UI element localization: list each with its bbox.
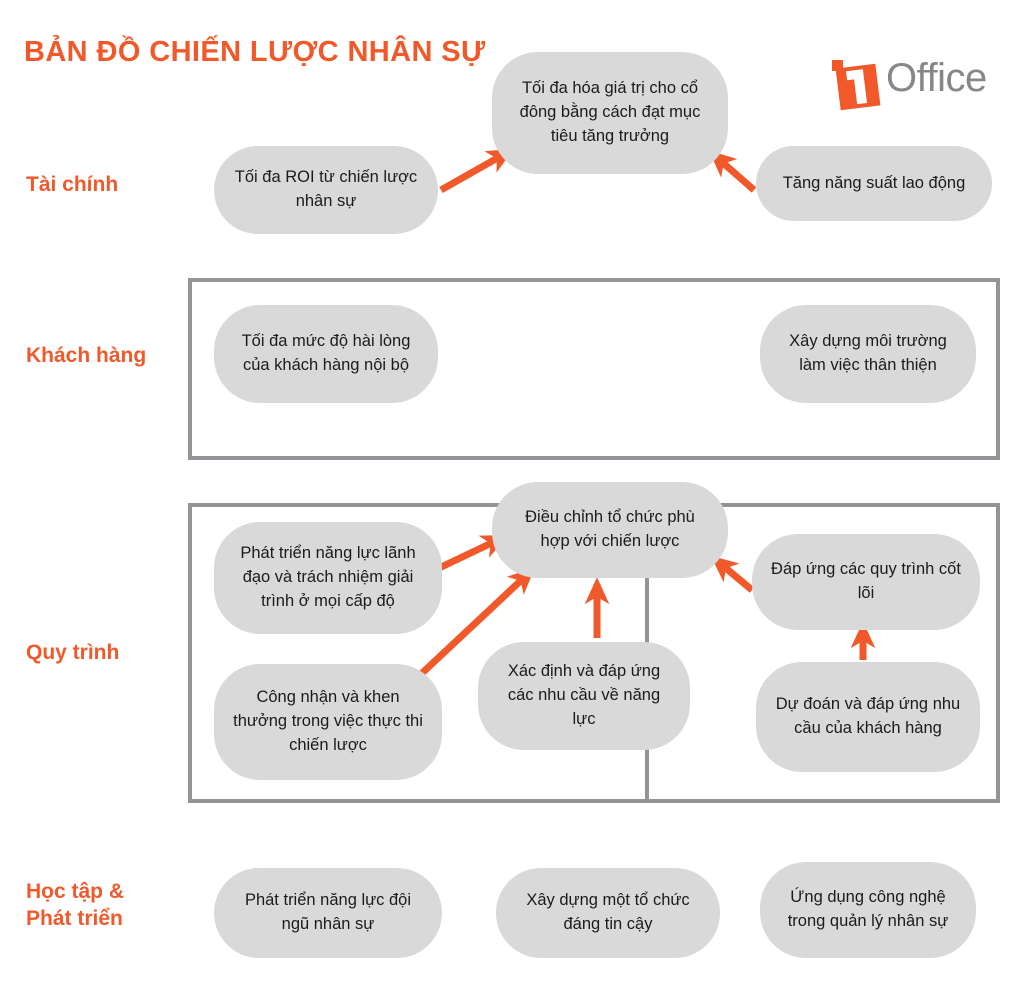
objective-roi[interactable]: Tối đa ROI từ chiến lược nhân sự (214, 146, 438, 234)
objective-friendly-work-environment[interactable]: Xây dựng môi trường làm việc thân thiện (760, 305, 976, 403)
connector-productivity-to-shareholder (708, 150, 757, 193)
objective-core-processes[interactable]: Đáp ứng các quy trình cốt lõi (752, 534, 980, 630)
customer-perspective-container (188, 278, 1000, 460)
objective-hr-technology[interactable]: Ứng dụng công nghệ trong quản lý nhân sự (760, 862, 976, 958)
perspective-label-learning: Học tập & Phát triển (26, 880, 125, 930)
logo-wordmark: Office (886, 56, 987, 100)
objective-internal-customer-satisfaction[interactable]: Tối đa mức độ hài lòng của khách hàng nộ… (214, 305, 438, 403)
logo-numeral-one-icon (846, 69, 869, 105)
objective-organizational-alignment[interactable]: Điều chỉnh tổ chức phù hợp với chiến lượ… (492, 482, 728, 578)
objective-labor-productivity[interactable]: Tăng năng suất lao động (756, 146, 992, 221)
objective-recognition-and-reward[interactable]: Công nhận và khen thưởng trong việc thực… (214, 664, 442, 780)
objective-shareholder-value[interactable]: Tối đa hóa giá trị cho cổ đông bằng cách… (492, 52, 728, 174)
perspective-label-customer: Khách hàng (26, 344, 147, 367)
objective-capability-needs[interactable]: Xác định và đáp ứng các nhu cầu về năng … (478, 642, 690, 750)
brand-logo: Office (820, 52, 1000, 114)
one-office-logo-icon (832, 60, 881, 111)
page-title: BẢN ĐỒ CHIẾN LƯỢC NHÂN SỰ (24, 36, 486, 68)
objective-leadership-development[interactable]: Phát triển năng lực lãnh đạo và trách nh… (214, 522, 442, 634)
perspective-label-financial: Tài chính (26, 173, 119, 196)
logo-small-square-icon (832, 60, 843, 71)
connector-roi-to-shareholder (439, 148, 514, 194)
perspective-label-process: Quy trình (26, 641, 120, 664)
objective-anticipate-customer-needs[interactable]: Dự đoán và đáp ứng nhu cầu của khách hàn… (756, 662, 980, 772)
objective-trustworthy-organization[interactable]: Xây dựng một tổ chức đáng tin cậy (496, 868, 720, 958)
objective-hr-team-capability[interactable]: Phát triển năng lực đội ngũ nhân sự (214, 868, 442, 958)
